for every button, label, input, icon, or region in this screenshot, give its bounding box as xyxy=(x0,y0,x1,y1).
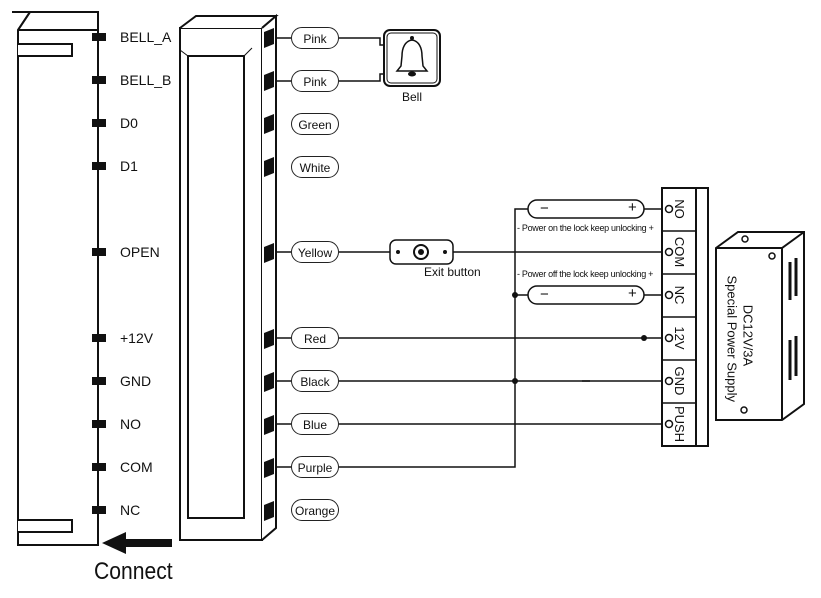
lock-off-minus: − xyxy=(540,286,549,303)
connector-pins xyxy=(92,33,106,514)
terminal-label-no: NO xyxy=(672,199,687,219)
pin-label-12v: +12V xyxy=(120,330,154,346)
wire-tag-pink-1: Pink xyxy=(291,27,339,49)
plug-leads xyxy=(276,37,291,468)
pin-bell-a xyxy=(92,33,106,41)
lock-off-plus: + xyxy=(628,285,637,302)
terminal-label-nc: NC xyxy=(672,285,687,305)
exit-button-icon xyxy=(389,239,454,265)
pin-nc xyxy=(92,506,106,514)
connect-arrow xyxy=(102,532,172,554)
lock-on-plus: + xyxy=(628,199,637,216)
power-supply-box xyxy=(715,231,805,421)
psu-label-rating: DC12V/3A xyxy=(740,304,756,367)
pin-label-no: NO xyxy=(120,416,141,432)
wire-tag-blue: Blue xyxy=(291,413,339,435)
pin-bell-b xyxy=(92,76,106,84)
plug-terminals xyxy=(264,28,274,521)
pin-label-com: COM xyxy=(120,459,153,475)
signal-wires xyxy=(339,208,662,468)
connector-body xyxy=(12,11,99,546)
pin-label-d1: D1 xyxy=(120,158,138,174)
pin-label-d0: D0 xyxy=(120,115,138,131)
terminal-label-push: PUSH xyxy=(672,405,687,443)
pin-label-open: OPEN xyxy=(120,244,160,260)
connect-label: Connect xyxy=(94,558,173,585)
plug-body xyxy=(179,13,279,541)
pin-label-nc: NC xyxy=(120,502,141,518)
lock-unlock-on xyxy=(527,199,645,219)
pin-label-bell-b: BELL_B xyxy=(120,72,172,88)
note-unlock-off: - Power off the lock keep unlocking + xyxy=(517,269,654,279)
pin-12v xyxy=(92,334,106,342)
junction-dots xyxy=(512,292,647,384)
lock-unlock-off xyxy=(527,285,645,305)
terminal-label-gnd: GND xyxy=(672,366,687,396)
pin-open xyxy=(92,248,106,256)
note-unlock-on: - Power on the lock keep unlocking + xyxy=(517,223,654,233)
terminal-block xyxy=(661,187,709,447)
lock-on-minus: − xyxy=(540,200,549,217)
psu-label-name: Special Power Supply xyxy=(724,275,740,402)
wire-tag-purple: Purple xyxy=(291,456,339,478)
pin-label-bell-a: BELL_A xyxy=(120,29,172,45)
pin-no xyxy=(92,420,106,428)
pin-d1 xyxy=(92,162,106,170)
wire-tag-red: Red xyxy=(291,327,339,349)
exit-button-label: Exit button xyxy=(424,265,481,279)
wire-tag-white: White xyxy=(291,156,339,178)
wire-tag-green: Green xyxy=(291,113,339,135)
pin-gnd xyxy=(92,377,106,385)
wire-tag-yellow: Yellow xyxy=(291,241,339,263)
bell-icon xyxy=(383,29,441,87)
wire-tag-pink-2: Pink xyxy=(291,70,339,92)
terminal-label-12v: 12V xyxy=(672,326,687,350)
pin-com xyxy=(92,463,106,471)
terminal-label-com: COM xyxy=(672,236,687,268)
bell-wires xyxy=(339,37,388,82)
pin-d0 xyxy=(92,119,106,127)
wire-tag-black: Black xyxy=(291,370,339,392)
pin-label-gnd: GND xyxy=(120,373,152,389)
wire-tag-orange: Orange xyxy=(291,499,339,521)
bell-label: Bell xyxy=(402,90,423,104)
wire-purple xyxy=(339,208,528,468)
